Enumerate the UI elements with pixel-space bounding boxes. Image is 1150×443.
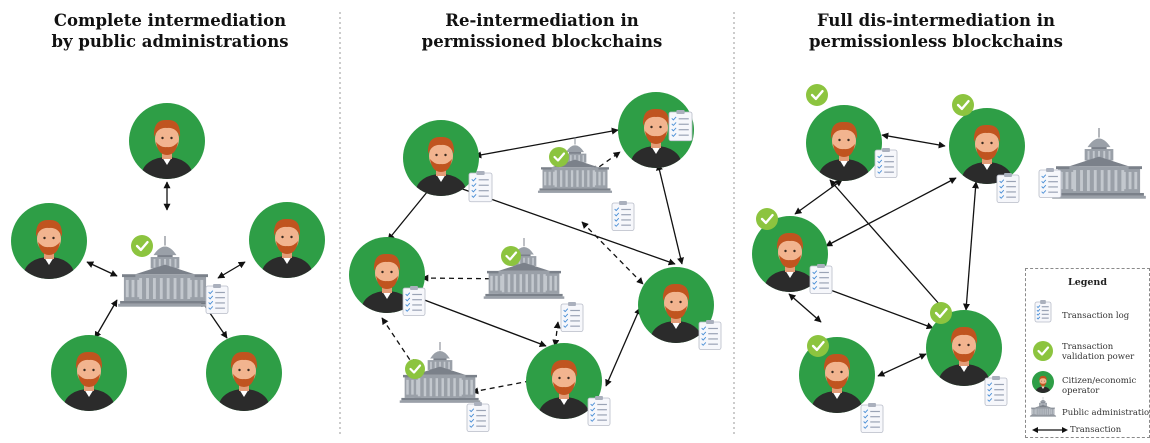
validation-check-icon xyxy=(131,235,153,257)
transaction-log-icon xyxy=(468,171,493,203)
legend-transaction-arrow-icon xyxy=(1032,427,1068,433)
transaction-log-icon xyxy=(587,396,611,426)
transaction-arrow xyxy=(94,299,118,339)
transaction-arrow xyxy=(471,377,536,395)
panel-2-title: Re-intermediation in permissioned blockc… xyxy=(382,10,702,52)
legend-label-transaction: Transaction xyxy=(1070,425,1122,435)
transaction-log-icon xyxy=(996,173,1020,203)
legend-citizen-icon xyxy=(1032,371,1054,393)
validation-check-icon xyxy=(807,335,829,357)
citizen-icon xyxy=(799,337,875,413)
transaction-arrow xyxy=(381,317,415,367)
citizen-icon xyxy=(206,335,282,411)
transaction-log-icon xyxy=(1034,300,1052,323)
validation-check-icon xyxy=(501,246,521,266)
transaction-arrow xyxy=(877,353,927,377)
citizen-icon xyxy=(806,105,882,181)
panel-2-title-line1: Re-intermediation in xyxy=(445,11,639,30)
validation-check-icon xyxy=(405,359,425,379)
transaction-log-icon xyxy=(560,302,584,332)
legend-government-building-icon xyxy=(1029,397,1057,417)
legend-label-public-admin: Public administration xyxy=(1062,408,1150,418)
government-building-icon xyxy=(1052,128,1146,199)
transaction-arrow xyxy=(788,293,822,323)
citizen-icon xyxy=(949,108,1025,184)
legend-label-transaction-log: Transaction log xyxy=(1062,311,1130,321)
panel-1-title-line1: Complete intermediation xyxy=(53,11,287,30)
validation-check-icon xyxy=(952,94,974,116)
legend-label-validation-1: Transaction xyxy=(1062,342,1114,352)
legend-label-citizen-1: Citizen/economic xyxy=(1062,376,1137,386)
validation-check-icon xyxy=(806,84,828,106)
validation-check-icon xyxy=(1033,341,1053,361)
panel-3-title-line2: permissionless blockchains xyxy=(809,32,1063,51)
validation-check-icon xyxy=(930,302,952,324)
transaction-arrow xyxy=(552,321,561,347)
transaction-arrow xyxy=(581,221,644,285)
transaction-log-icon xyxy=(668,110,693,142)
citizen-icon xyxy=(1032,371,1054,393)
panel-1-title: Complete intermediation by public admini… xyxy=(10,10,330,52)
government-building-icon xyxy=(1029,397,1057,417)
citizen-icon xyxy=(403,120,479,196)
transaction-log-icon xyxy=(402,286,426,316)
legend-label-citizen-2: operator xyxy=(1062,386,1100,396)
transaction-log-icon xyxy=(205,284,229,314)
transaction-arrow xyxy=(217,261,246,279)
transaction-arrow xyxy=(421,274,517,283)
citizen-icon xyxy=(249,202,325,278)
citizen-icon xyxy=(638,267,714,343)
legend-label-validation-2: validation power xyxy=(1062,352,1135,362)
panel-3-title-line1: Full dis-intermediation in xyxy=(816,11,1056,30)
legend-validation-check-icon xyxy=(1033,341,1053,361)
government-building-icon xyxy=(483,238,565,299)
transaction-log-icon xyxy=(984,376,1008,406)
transaction-arrow xyxy=(963,181,979,311)
transaction-arrow xyxy=(825,177,957,247)
transaction-arrow xyxy=(591,151,621,173)
validation-check-icon xyxy=(549,147,569,167)
transaction-log-icon xyxy=(860,403,884,433)
panel-2-title-line2: permissioned blockchains xyxy=(421,32,663,51)
transaction-arrow xyxy=(829,179,956,323)
transaction-arrow xyxy=(474,127,619,159)
citizen-icon xyxy=(11,203,87,279)
legend-title: Legend xyxy=(1068,277,1107,288)
legend: Legend Transaction log Transaction valid… xyxy=(1025,268,1150,438)
citizen-icon xyxy=(926,310,1002,386)
citizen-icon xyxy=(752,216,828,292)
transaction-log-icon xyxy=(874,148,898,178)
transaction-log-icon xyxy=(611,201,635,231)
transaction-log-icon xyxy=(1038,168,1062,198)
legend-transaction-log-icon xyxy=(1034,300,1052,323)
transaction-arrow xyxy=(881,132,946,149)
transaction-log-icon xyxy=(466,402,490,432)
citizen-icon xyxy=(129,103,205,179)
transaction-arrow xyxy=(656,163,684,265)
legend-icons xyxy=(1029,300,1068,433)
transaction-arrow xyxy=(86,261,118,277)
validation-check-icon xyxy=(756,208,778,230)
transaction-log-icon xyxy=(698,320,722,350)
transaction-arrow xyxy=(605,307,641,387)
citizen-icon xyxy=(51,335,127,411)
government-building-icon xyxy=(118,236,212,307)
panel-3-title: Full dis-intermediation in permissionles… xyxy=(776,10,1096,52)
transaction-arrow xyxy=(387,185,433,241)
transaction-log-icon xyxy=(809,264,833,294)
panel-1-title-line2: by public administrations xyxy=(51,32,289,51)
citizen-icon xyxy=(526,343,602,419)
citizen-icon xyxy=(618,92,694,168)
